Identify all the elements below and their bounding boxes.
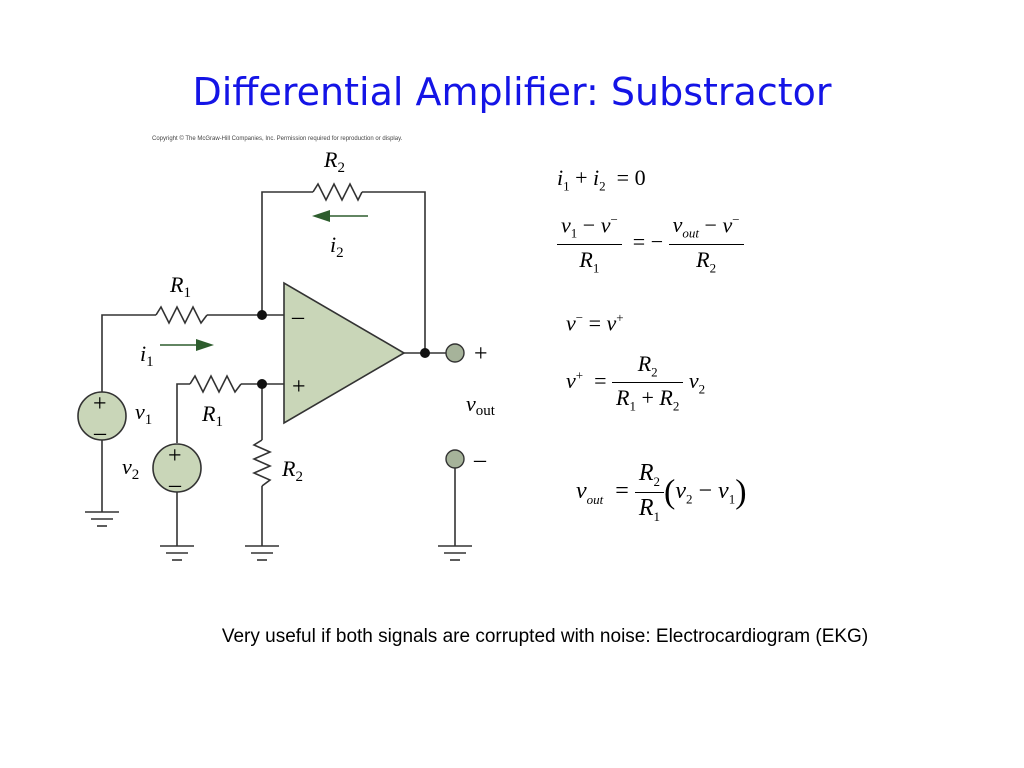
current-arrow-i2 (312, 210, 368, 222)
label-r1-bottom: R1 (201, 401, 223, 430)
feedback-wire (261, 191, 313, 315)
source-v1-minus: – (93, 420, 107, 446)
ground-symbols (85, 511, 472, 561)
slide-caption: Very useful if both signals are corrupte… (221, 626, 869, 647)
current-arrow-i1 (160, 339, 214, 351)
output-plus-terminal (445, 343, 465, 363)
output-minus-sign: – (473, 447, 487, 473)
output-minus-terminal (445, 449, 465, 469)
feedback-wire-right (362, 191, 426, 353)
opamp-inverting-sign: – (291, 304, 305, 330)
label-r2-top: R2 (323, 147, 345, 176)
input-wire-v1 (101, 314, 156, 398)
source-v1-plus: + (93, 391, 107, 417)
label-r2-bottom: R2 (281, 456, 303, 485)
label-r1-top: R1 (169, 272, 191, 301)
opamp-triangle (283, 281, 406, 425)
label-i1: i1 (140, 341, 154, 370)
slide-title: Differential Amplifier: Substractor (192, 70, 832, 114)
copyright-notice: Copyright © The McGraw-Hill Companies, I… (152, 136, 403, 142)
source-v2-plus: + (168, 443, 182, 469)
r2-feedback-resistor (312, 182, 363, 202)
equation-current-sum: i1 + i2 = 0 (557, 165, 646, 194)
input-wire-v2 (176, 383, 190, 443)
label-v2: v2 (122, 454, 139, 483)
equation-virtual-short: v− = v+ (566, 310, 624, 336)
equation-node: v1 − v−R1 = − vout − v−R2 (557, 212, 744, 276)
r2-ground-resistor (252, 439, 272, 487)
output-plus-sign: + (474, 341, 488, 367)
label-vout: vout (466, 391, 496, 419)
source-v1 (77, 391, 127, 441)
opamp-noninverting-sign: + (292, 374, 306, 400)
source-v2 (152, 443, 202, 493)
label-i2: i2 (330, 232, 344, 261)
r1-bottom-resistor (189, 374, 242, 394)
r1-top-resistor (155, 305, 208, 325)
source-v2-minus: – (168, 472, 182, 498)
label-v1: v1 (135, 399, 152, 428)
